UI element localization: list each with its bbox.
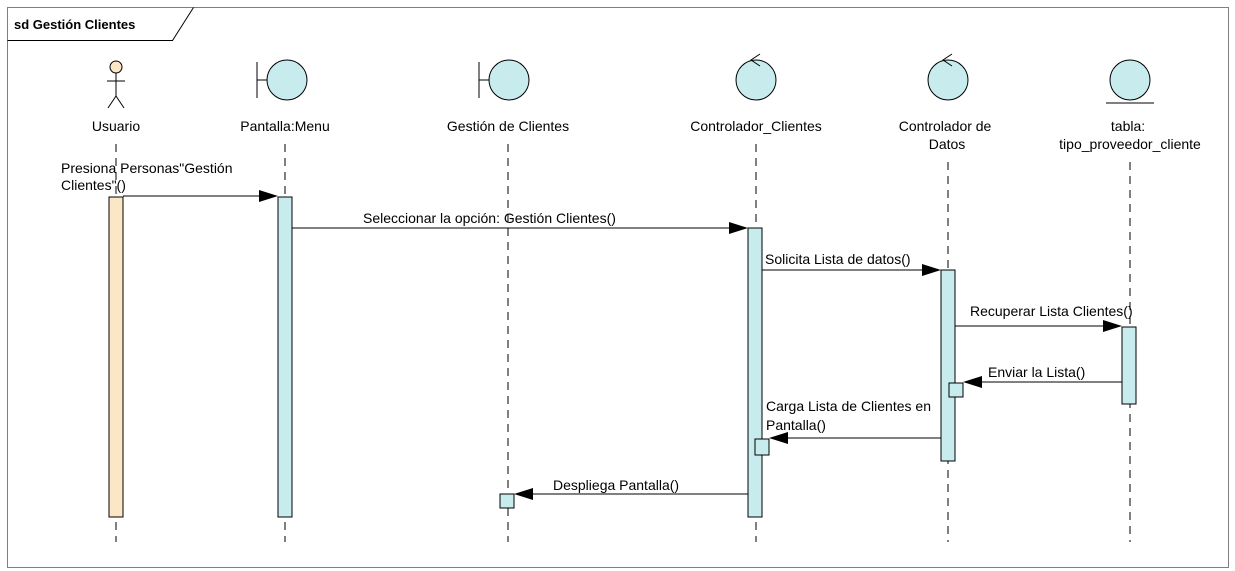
control-icon <box>735 53 777 101</box>
message-m2: Seleccionar la opción: Gestión Clientes(… <box>292 210 748 234</box>
arrowhead-icon <box>769 432 788 444</box>
entity-icon <box>1106 59 1154 104</box>
message-m3: Solicita Lista de datos() <box>762 251 941 276</box>
lifeline-label: Gestión de Clientes <box>447 118 569 134</box>
lifeline-controlador-datos: Controlador de Datos <box>899 53 996 542</box>
control-icon <box>927 53 969 101</box>
arrowhead-icon <box>514 488 533 500</box>
message-label: Despliega Pantalla() <box>553 477 679 493</box>
message-label: Carga Lista de Clientes en Pantalla() <box>766 398 935 433</box>
arrowhead-icon <box>729 222 748 234</box>
message-label: Solicita Lista de datos() <box>765 251 911 267</box>
lifeline-tabla: tabla: tipo_proveedor_cliente <box>1059 59 1201 542</box>
message-label: Presiona Personas"Gestión Clientes"() <box>61 160 236 193</box>
arrowhead-icon <box>963 376 982 388</box>
frame-title-tab <box>7 7 194 41</box>
activation-bar-nested <box>754 438 770 456</box>
message-m4: Recuperar Lista Clientes() <box>955 303 1133 332</box>
lifeline-label: Pantalla:Menu <box>240 118 330 134</box>
activation-bar <box>108 196 124 518</box>
message-m1: Presiona Personas"Gestión Clientes"() <box>61 160 278 202</box>
lifeline-controlador-clientes: Controlador_Clientes <box>690 53 822 542</box>
message-label: Recuperar Lista Clientes() <box>970 303 1133 319</box>
activation-bar-nested <box>948 382 964 398</box>
message-m6: Carga Lista de Clientes en Pantalla() <box>766 398 941 444</box>
arrowhead-icon <box>922 264 941 276</box>
message-m7: Despliega Pantalla() <box>514 477 748 500</box>
frame-border <box>7 7 1229 568</box>
boundary-icon <box>478 59 530 101</box>
actor-icon <box>107 60 125 109</box>
activation-bar <box>747 227 763 518</box>
lifeline-pantalla-menu: Pantalla:Menu <box>240 59 330 542</box>
lifeline-gestion-clientes: Gestión de Clientes <box>447 59 569 542</box>
activation-bar <box>940 269 956 462</box>
diagram-frame: sd Gestión Clientes <box>7 7 1229 568</box>
activation-bar <box>277 196 293 518</box>
message-label: Seleccionar la opción: Gestión Clientes(… <box>363 210 616 226</box>
lifeline-label: Controlador de Datos <box>899 118 996 152</box>
activation-bar <box>1121 326 1137 405</box>
lifeline-label: Controlador_Clientes <box>690 118 822 134</box>
lifeline-label: tabla: tipo_proveedor_cliente <box>1059 118 1201 152</box>
lifeline-label: Usuario <box>92 118 140 134</box>
frame-title: sd Gestión Clientes <box>14 17 135 32</box>
activation-bar <box>499 493 515 509</box>
arrowhead-icon <box>259 190 278 202</box>
boundary-icon <box>256 59 308 101</box>
arrowhead-icon <box>1103 320 1122 332</box>
message-label: Enviar la Lista() <box>988 364 1085 380</box>
lifeline-usuario: Usuario <box>92 60 140 542</box>
message-m5: Enviar la Lista() <box>963 364 1122 388</box>
